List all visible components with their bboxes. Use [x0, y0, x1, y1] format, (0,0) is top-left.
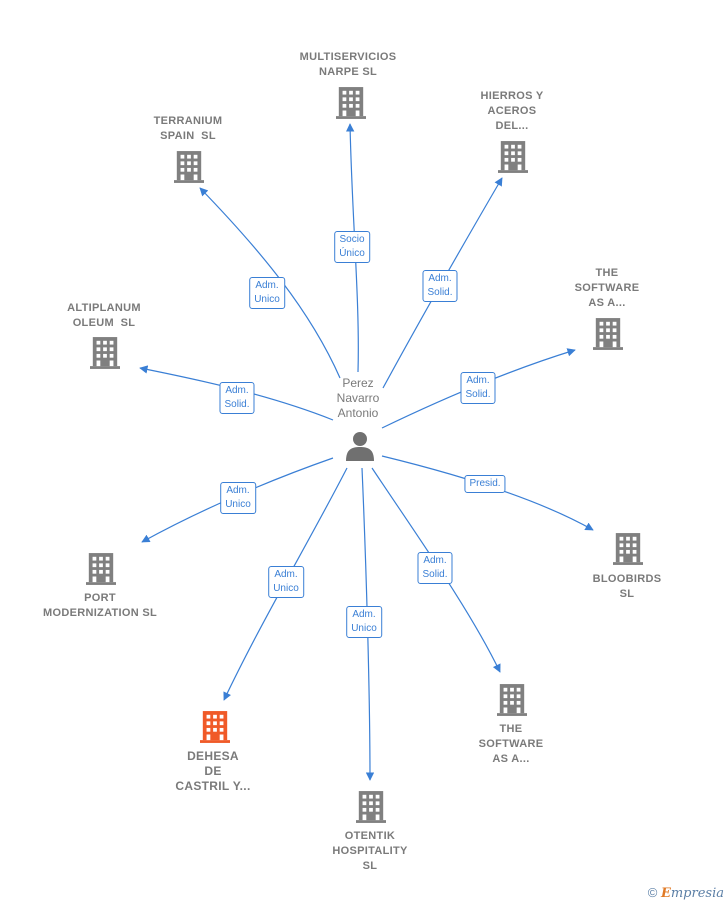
company-name-hierros[interactable]: HIERROS Y ACEROS DEL... — [480, 90, 544, 132]
relation-label-dehesa: Adm. Unico — [268, 566, 304, 598]
building-icon[interactable] — [174, 151, 204, 183]
building-icon[interactable] — [336, 87, 366, 119]
edge-bloobirds — [381, 455, 594, 531]
building-icon[interactable] — [498, 141, 528, 173]
person-icon — [346, 432, 374, 461]
building-icon[interactable] — [593, 318, 623, 350]
company-name-port[interactable]: PORT MODERNIZATION SL — [43, 592, 157, 619]
building-icon[interactable] — [356, 791, 386, 823]
footer-brand: © Empresia — [648, 885, 724, 901]
building-icon[interactable] — [200, 711, 230, 743]
relation-label-software1: Adm. Solid. — [460, 372, 496, 404]
building-icon[interactable] — [90, 337, 120, 369]
relation-label-port: Adm. Unico — [220, 482, 256, 514]
relation-label-terranium: Adm. Unico — [249, 277, 285, 309]
brand-logo-letter: E — [660, 886, 671, 901]
relation-label-software2: Adm. Solid. — [417, 552, 453, 584]
company-name-multiservicios[interactable]: MULTISERVICIOS NARPE SL — [299, 51, 397, 78]
relation-label-otentik: Adm. Unico — [346, 606, 382, 638]
building-icon[interactable] — [86, 553, 116, 585]
building-icon[interactable] — [613, 533, 643, 565]
company-name-software2[interactable]: THE SOFTWARE AS A... — [478, 723, 544, 765]
company-name-software1[interactable]: THE SOFTWARE AS A... — [574, 267, 640, 309]
building-icon[interactable] — [497, 684, 527, 716]
company-name-altiplanum[interactable]: ALTIPLANUM OLEUM SL — [67, 302, 141, 329]
person-name[interactable]: Perez Navarro Antonio — [336, 376, 380, 420]
company-name-bloobirds[interactable]: BLOOBIRDS SL — [592, 573, 662, 600]
copyright-icon: © — [647, 885, 658, 900]
brand-logo-text: mpresia — [670, 886, 724, 901]
company-name-dehesa[interactable]: DEHESA DE CASTRIL Y... — [175, 749, 251, 793]
company-name-otentik[interactable]: OTENTIK HOSPITALITY SL — [332, 830, 408, 872]
company-name-terranium[interactable]: TERRANIUM SPAIN SL — [153, 115, 223, 142]
relation-label-hierros: Adm. Solid. — [422, 270, 458, 302]
relation-label-bloobirds: Presid. — [464, 475, 506, 493]
relation-label-altiplanum: Adm. Solid. — [219, 382, 255, 414]
relation-label-multiservicios: Socio Único — [334, 231, 370, 263]
